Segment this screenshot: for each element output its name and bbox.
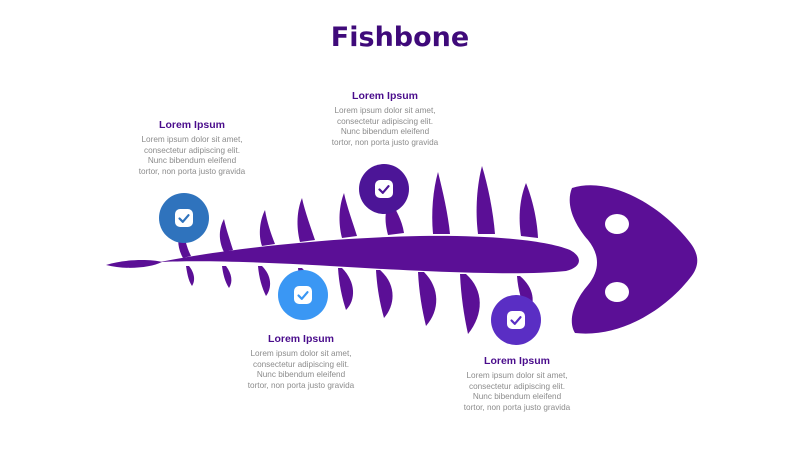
page-title: Fishbone [330, 22, 470, 53]
lower-rib [222, 266, 232, 288]
info-block-4: Lorem Ipsum Lorem ipsum dolor sit amet, … [437, 355, 597, 413]
checkmark-icon [178, 214, 190, 223]
upper-rib [339, 193, 357, 238]
info-body: Lorem ipsum dolor sit amet, consectetur … [305, 106, 465, 148]
info-heading: Lorem Ipsum [352, 90, 418, 102]
lower-rib [418, 272, 437, 326]
fish-tail [106, 260, 162, 268]
info-block-2: Lorem Ipsum Lorem ipsum dolor sit amet, … [305, 90, 465, 148]
lower-rib [376, 270, 393, 318]
checkmark-icon [378, 185, 390, 194]
info-line: Nunc bibendum eleifend [147, 156, 237, 165]
info-body: Lorem ipsum dolor sit amet, consectetur … [437, 371, 597, 413]
upper-rib [476, 166, 495, 234]
upper-rib [297, 198, 315, 242]
info-line: Nunc bibendum eleifend [340, 127, 430, 136]
info-body: Lorem ipsum dolor sit amet, consectetur … [112, 135, 272, 177]
info-line: Lorem ipsum dolor sit amet, [334, 106, 436, 115]
upper-rib [259, 210, 275, 246]
info-line: consectetur adipiscing elit. [252, 359, 350, 369]
fish-eye-upper [605, 214, 629, 234]
checkmark-icon [510, 316, 522, 325]
info-line: tortor, non porta justo gravida [247, 380, 355, 390]
info-line: tortor, non porta justo gravida [463, 402, 571, 412]
info-line: Lorem ipsum dolor sit amet, [466, 371, 568, 380]
info-line: Lorem ipsum dolor sit amet, [141, 135, 243, 144]
info-line: Lorem ipsum dolor sit amet, [250, 349, 352, 358]
info-line: consectetur adipiscing elit. [143, 145, 241, 155]
marker-4 [491, 295, 541, 345]
info-line: Nunc bibendum eleifend [256, 370, 346, 379]
info-line: tortor, non porta justo gravida [331, 137, 439, 147]
lower-rib [258, 266, 271, 296]
info-line: consectetur adipiscing elit. [468, 381, 566, 391]
fish-head [569, 185, 698, 334]
upper-rib [519, 183, 538, 238]
info-heading: Lorem Ipsum [268, 333, 334, 345]
info-line: consectetur adipiscing elit. [336, 116, 434, 126]
info-heading: Lorem Ipsum [159, 119, 225, 131]
marker-2 [359, 164, 409, 214]
lower-rib [338, 268, 354, 310]
info-body: Lorem ipsum dolor sit amet, consectetur … [221, 349, 381, 391]
info-line: tortor, non porta justo gravida [138, 166, 246, 176]
lower-rib [186, 266, 195, 286]
fish-spine [160, 235, 579, 274]
marker-3 [278, 270, 328, 320]
lower-rib [460, 274, 480, 334]
info-line: Nunc bibendum eleifend [472, 392, 562, 401]
info-block-1: Lorem Ipsum Lorem ipsum dolor sit amet, … [112, 119, 272, 177]
info-block-3: Lorem Ipsum Lorem ipsum dolor sit amet, … [221, 333, 381, 391]
info-heading: Lorem Ipsum [484, 355, 550, 367]
upper-rib [219, 219, 233, 252]
marker-1 [159, 193, 209, 243]
checkmark-icon [297, 291, 309, 300]
fish-eye-lower [605, 282, 629, 302]
upper-rib [432, 172, 450, 234]
